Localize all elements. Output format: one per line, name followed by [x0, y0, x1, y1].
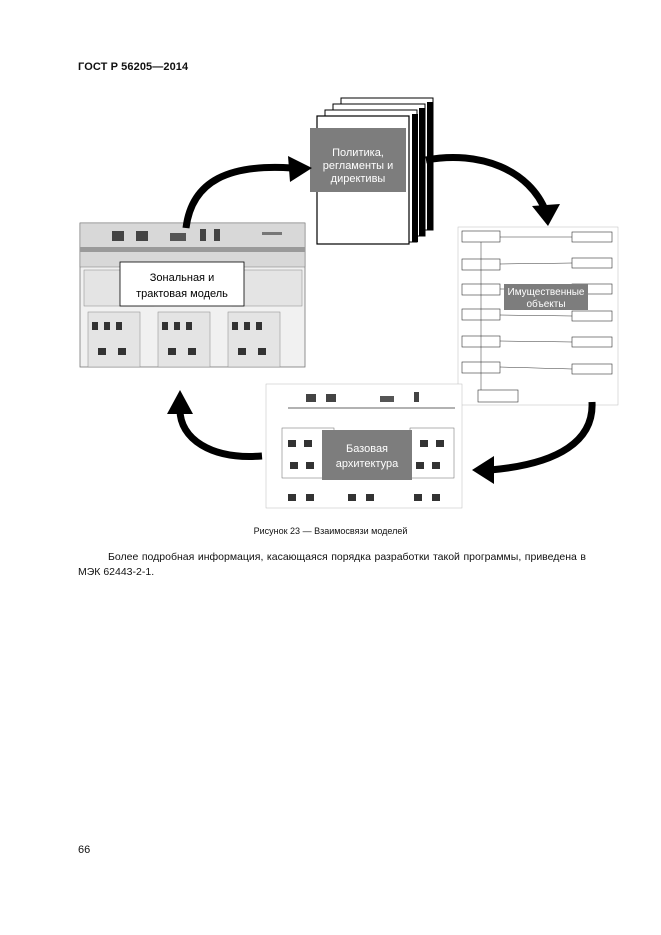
policy-document-stack: Политика, регламенты и директивы	[310, 97, 434, 245]
arrowhead-assets-to-base	[472, 456, 494, 484]
arrow-assets-to-base	[489, 401, 596, 474]
page-number: 66	[78, 844, 91, 856]
arrowhead-policy-to-assets	[532, 204, 560, 226]
base-architecture-diagram: Базовая архитектура	[265, 383, 463, 509]
zonal-model-diagram: Зональная и трактовая модель	[79, 222, 306, 368]
body-paragraph: Более подробная информация, касающаяся п…	[78, 551, 586, 578]
policy-label-line-1: Политика,	[332, 147, 384, 159]
zonal-label-line-2: трактовая модель	[136, 288, 228, 300]
policy-label-line-2: регламенты и	[323, 160, 393, 172]
arrow-base-to-zonal	[176, 409, 263, 460]
arrowhead-zonal-to-policy	[288, 156, 312, 182]
zonal-label-line-1: Зональная и	[150, 272, 214, 284]
figure-caption: Рисунок 23 — Взаимосвязи моделей	[253, 526, 408, 536]
arrow-policy-to-assets	[425, 153, 550, 214]
policy-label-line-3: директивы	[331, 173, 386, 185]
base-arch-label-line-2: архитектура	[336, 458, 399, 470]
assets-label-line-2: объекты	[526, 298, 565, 310]
document-standard-header: ГОСТ Р 56205—2014	[78, 61, 189, 73]
asset-objects-diagram: Имущественные объекты	[457, 226, 619, 406]
arrow-zonal-to-policy	[182, 163, 293, 229]
arrowhead-base-to-zonal	[167, 390, 193, 414]
base-arch-label-line-1: Базовая	[346, 443, 388, 455]
model-relationship-figure: Политика, регламенты и директивы	[79, 97, 619, 509]
assets-label-line-1: Имущественные	[508, 287, 585, 298]
